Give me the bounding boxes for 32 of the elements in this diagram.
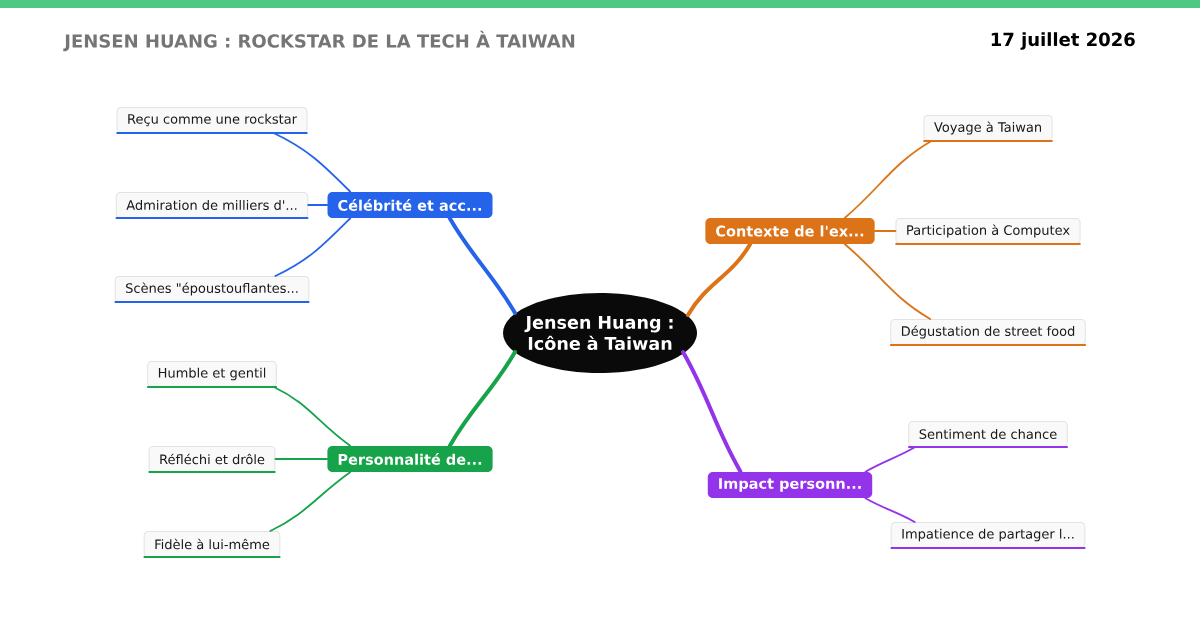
branch-line bbox=[681, 350, 743, 474]
topic-box: Sentiment de chance bbox=[907, 421, 1069, 448]
connector-line bbox=[274, 458, 329, 460]
connector-line bbox=[844, 243, 932, 320]
connector-line bbox=[307, 204, 329, 206]
branch-line bbox=[686, 242, 753, 317]
branch-line bbox=[447, 350, 517, 448]
topic-box: Participation à Computex bbox=[894, 218, 1082, 245]
topic-box: Humble et gentil bbox=[146, 361, 278, 388]
branch-line bbox=[447, 216, 517, 315]
connector-line bbox=[272, 386, 352, 447]
topic-box: Reçu comme une rockstar bbox=[115, 107, 309, 134]
connector-line bbox=[844, 140, 933, 219]
topic-box: Scènes "époustouflantes... bbox=[113, 276, 311, 303]
topic-box: Réfléchi et drôle bbox=[147, 446, 277, 473]
date-text: 17 juillet 2026 bbox=[991, 32, 1135, 50]
topic-box: Impatience de partager l... bbox=[889, 522, 1087, 549]
connector-line bbox=[269, 471, 352, 532]
branch-box: Contexte de l'ex... bbox=[705, 218, 875, 244]
topic-box: Voyage à Taiwan bbox=[922, 115, 1054, 142]
connector-line bbox=[864, 446, 917, 473]
branch-box: Impact personn... bbox=[707, 472, 873, 498]
title: JENSEN HUANG : ROCKSTAR DE LA TECH À TAIWAN bbox=[63, 30, 575, 52]
connector-line bbox=[274, 217, 352, 277]
branch-box: Personnalité de... bbox=[327, 446, 493, 472]
connector-line bbox=[272, 132, 352, 193]
connector-line bbox=[864, 497, 916, 523]
connector-line bbox=[874, 230, 897, 232]
topic-box: Dégustation de street food bbox=[889, 319, 1087, 346]
topic-box: Admiration de milliers d'... bbox=[114, 192, 310, 219]
branch-box: Célébrité et acc... bbox=[327, 192, 493, 218]
topic-box: Fidèle à lui-même bbox=[142, 531, 282, 558]
